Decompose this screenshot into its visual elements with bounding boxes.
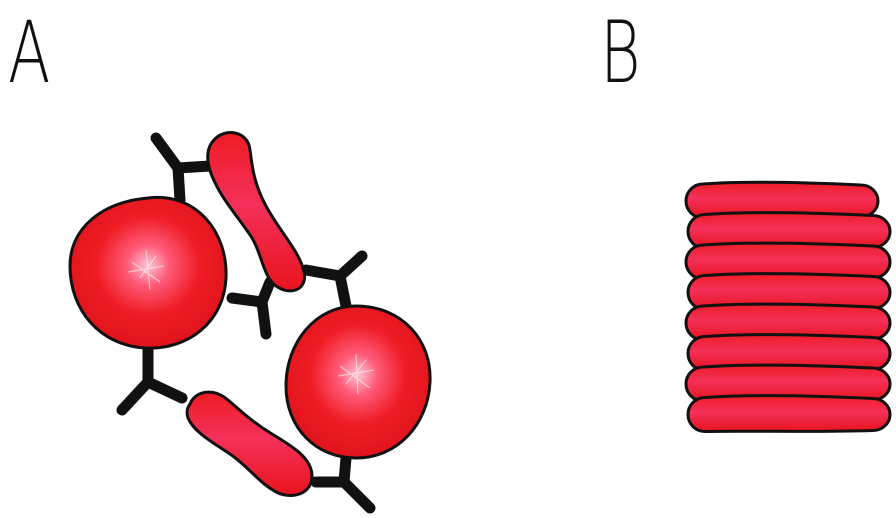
y-connector-4 [122,350,182,410]
panel-b-stack [686,182,890,431]
stacked-rod-8 [688,396,890,432]
red-cell-disc-right [286,306,430,458]
y-connector-3 [306,256,362,306]
y-connector-2 [232,282,270,334]
panel-a-group [70,133,430,508]
y-connector-1 [156,138,210,200]
y-connector-5 [316,458,370,508]
